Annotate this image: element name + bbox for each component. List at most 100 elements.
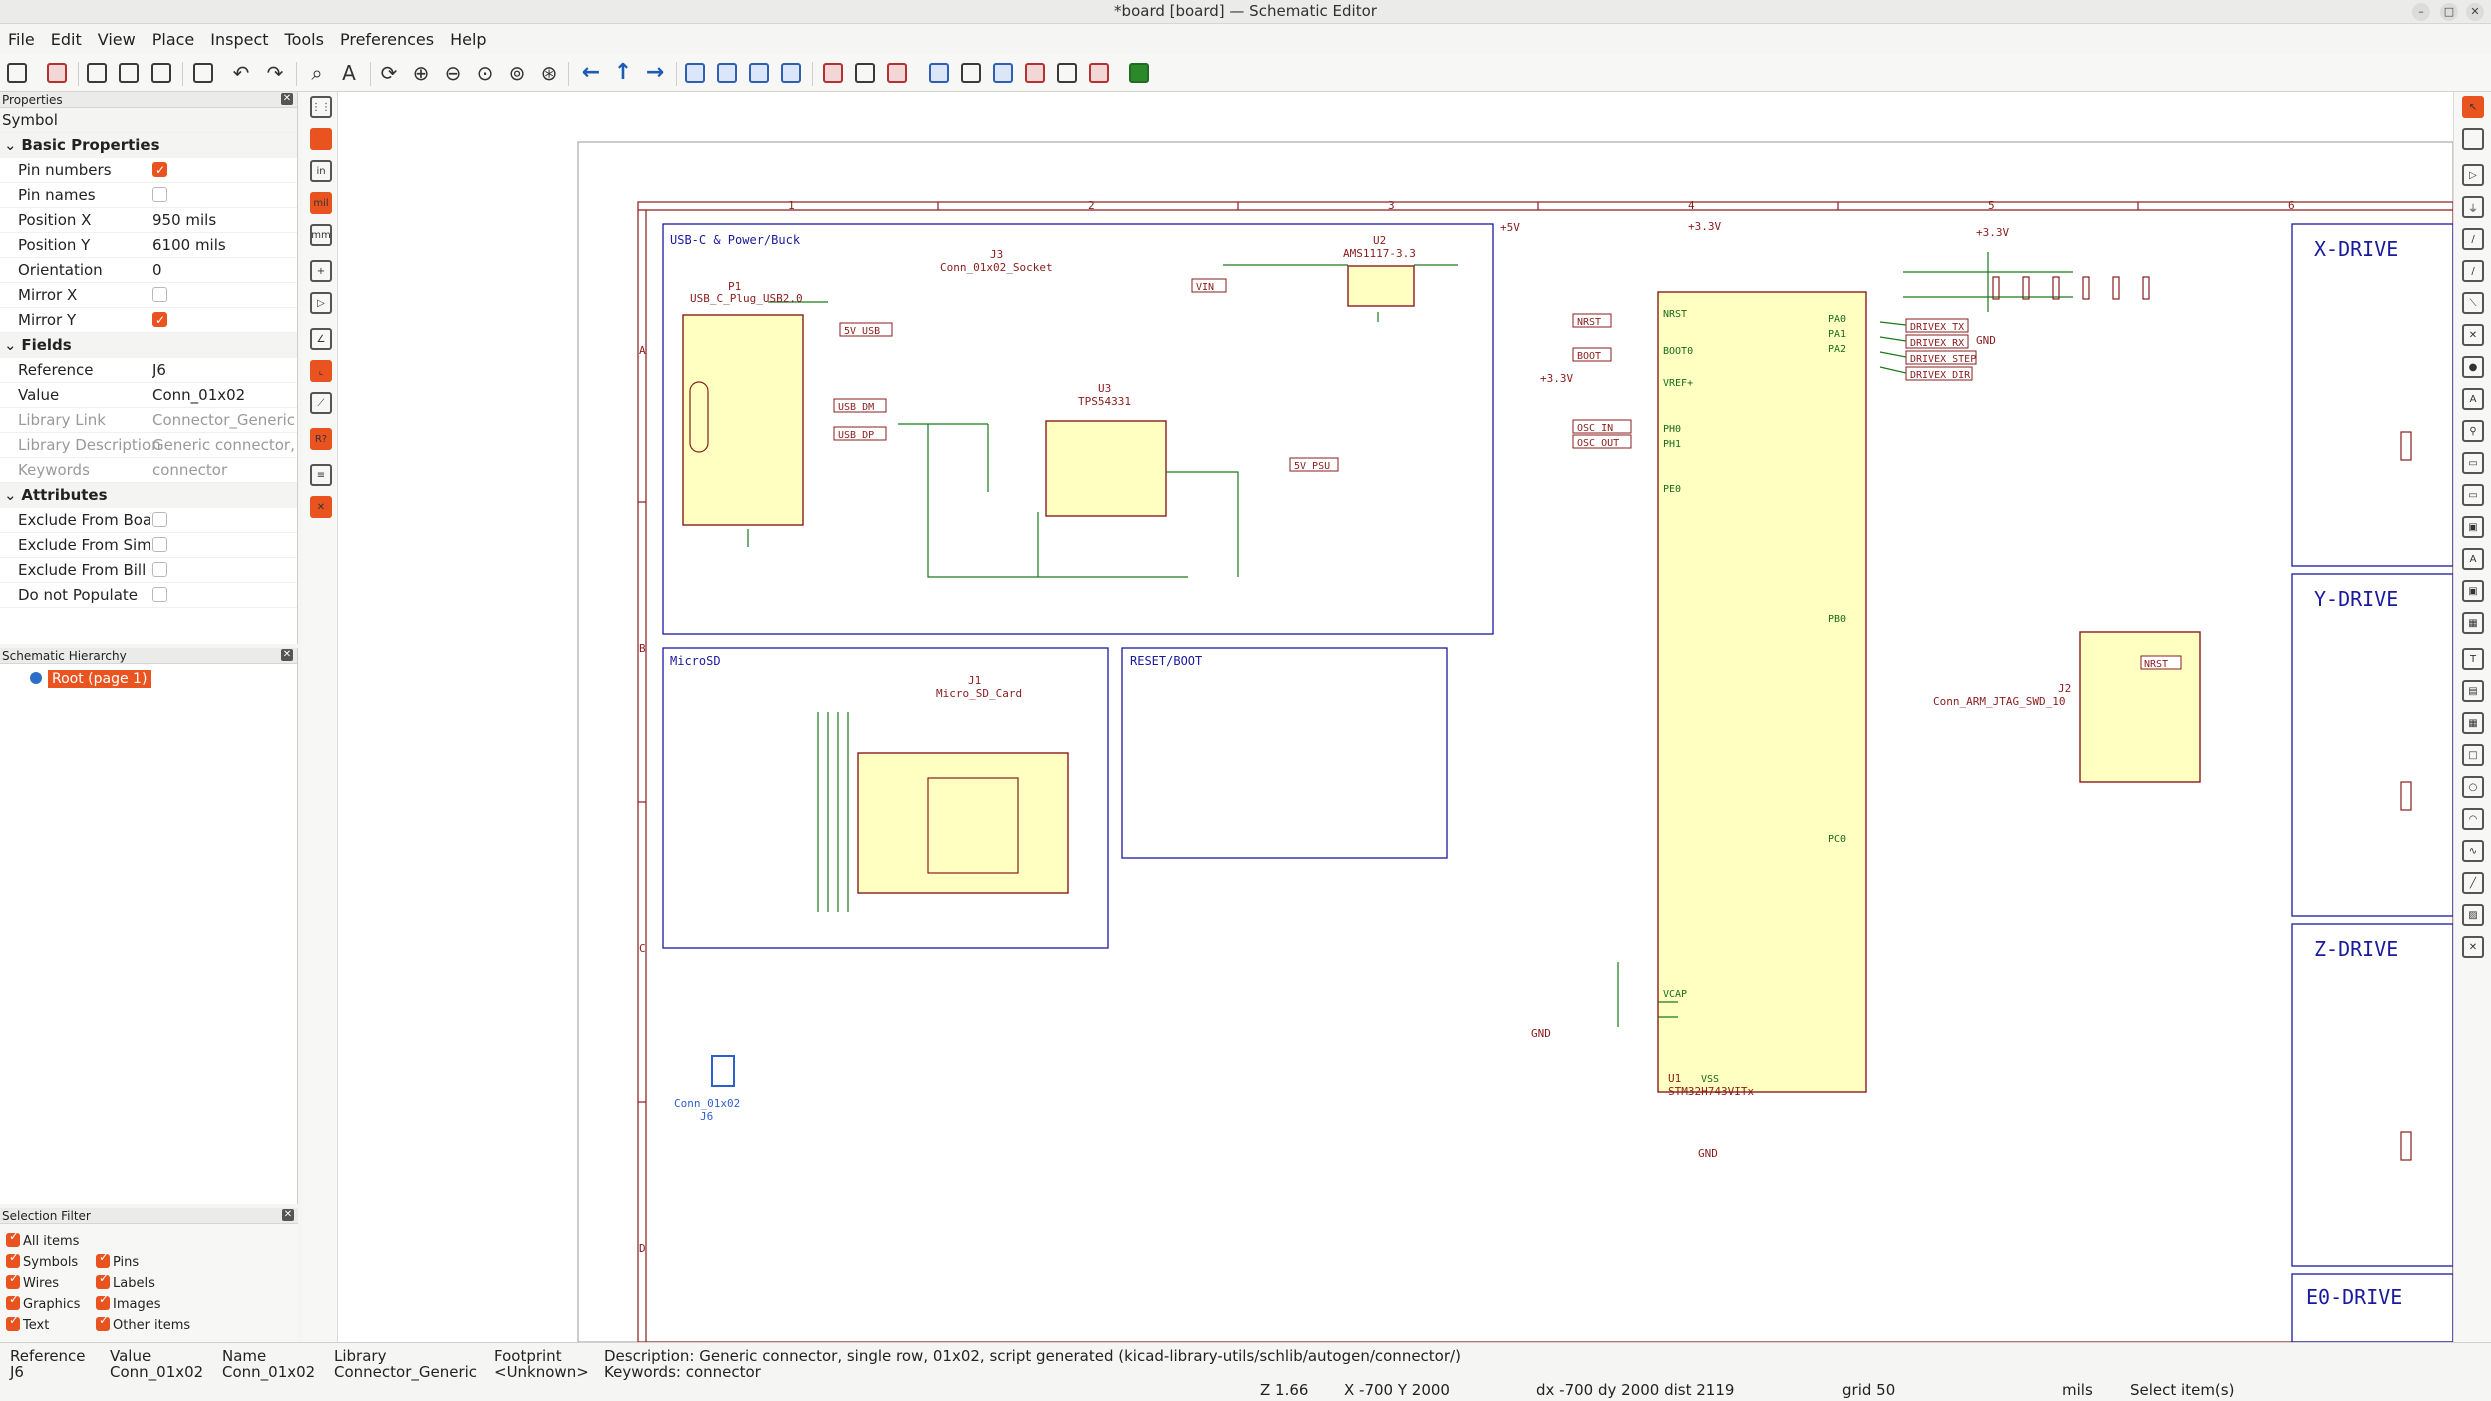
group-attributes[interactable]: Attributes	[0, 483, 297, 508]
position-x-field[interactable]: 950 mils	[152, 211, 217, 229]
add-symbol-icon[interactable]: ▷	[2462, 164, 2484, 186]
u2-ldo-body[interactable]	[1347, 265, 1415, 307]
z-drive-block[interactable]	[2291, 923, 2453, 1267]
schematic-canvas[interactable]: 1 2 3 4 5 6 A B C D USB-C & Power/Buck M…	[338, 92, 2453, 1342]
line-mode-45-icon[interactable]: ⟋	[310, 392, 332, 414]
zoom-objects-icon[interactable]: ⊚	[508, 61, 526, 85]
dnp-checkbox[interactable]	[152, 586, 167, 602]
exclude-sim-checkbox[interactable]	[152, 536, 167, 552]
label-nrst[interactable]	[1572, 313, 1612, 328]
global-label-icon[interactable]: ▭	[2462, 452, 2484, 474]
group-basic[interactable]: Basic Properties	[0, 133, 297, 158]
prop-mirror-y[interactable]: Mirror Y	[0, 308, 297, 333]
units-inch-icon[interactable]: in	[310, 160, 332, 182]
prop-dnp[interactable]: Do not Populate	[0, 583, 297, 608]
pcb-editor-icon[interactable]	[1126, 60, 1152, 86]
bus-entry-icon[interactable]: ⟍	[2462, 292, 2484, 314]
label-vin[interactable]	[1191, 278, 1227, 293]
line-icon[interactable]: ╱	[2462, 872, 2484, 894]
sim-icon[interactable]	[958, 60, 984, 86]
page-settings-icon[interactable]	[84, 60, 110, 86]
fields-editor-icon[interactable]	[1022, 60, 1048, 86]
menu-edit[interactable]: Edit	[50, 30, 82, 49]
paste-icon[interactable]	[190, 60, 216, 86]
find-icon[interactable]: ⌕	[311, 61, 323, 85]
menu-inspect[interactable]: Inspect	[210, 30, 269, 49]
resistor-r20[interactable]	[2400, 431, 2412, 461]
grid-overrides-icon[interactable]	[310, 128, 332, 150]
erc-icon[interactable]	[926, 60, 952, 86]
zoom-in-icon[interactable]: ⊕	[412, 61, 430, 85]
mirror-v-icon[interactable]	[746, 60, 772, 86]
select-icon[interactable]: ↖	[2462, 96, 2484, 118]
reset-boot-block[interactable]	[1121, 647, 1448, 859]
label-nrst-swd[interactable]	[2140, 655, 2182, 670]
filter-labels[interactable]: Labels	[96, 1271, 155, 1291]
navigate-up-icon[interactable]: ↑	[613, 60, 633, 85]
hier-label-icon[interactable]: ▭	[2462, 484, 2484, 506]
schematic-setup-icon[interactable]	[44, 60, 70, 86]
label-drivex-step[interactable]	[1905, 350, 1977, 365]
symbol-editor-icon[interactable]	[820, 60, 846, 86]
filter-wires[interactable]: Wires	[6, 1271, 59, 1291]
prop-exclude-sim[interactable]: Exclude From Simulation	[0, 533, 297, 558]
filter-other[interactable]: Other items	[96, 1313, 190, 1333]
hierarchy-root-item[interactable]: Root (page 1)	[48, 670, 152, 688]
mirror-y-checkbox[interactable]	[152, 308, 167, 333]
filter-text[interactable]: Text	[6, 1313, 49, 1333]
prop-mirror-x[interactable]: Mirror X	[0, 283, 297, 308]
label-5v-psu[interactable]	[1289, 457, 1339, 472]
symbol-browser-icon[interactable]	[852, 60, 878, 86]
label-drivex-rx[interactable]	[1905, 334, 1969, 349]
decoupling-cap-1[interactable]	[1992, 276, 2000, 300]
rectangle-icon[interactable]: □	[2462, 744, 2484, 766]
filter-symbols[interactable]: Symbols	[6, 1250, 78, 1270]
menu-help[interactable]: Help	[450, 30, 487, 49]
add-image-icon[interactable]: ▨	[2462, 904, 2484, 926]
rotate-cw-icon[interactable]	[714, 60, 740, 86]
usbc-power-block[interactable]	[662, 223, 1494, 635]
schematic-drawing[interactable]: 1 2 3 4 5 6 A B C D USB-C & Power/Buck M…	[338, 92, 2453, 1342]
zoom-selection-icon[interactable]: ⊛	[540, 61, 558, 85]
decoupling-cap-5[interactable]	[2112, 276, 2120, 300]
properties-toggle-icon[interactable]: ✕	[310, 496, 332, 518]
navigate-back-icon[interactable]: ←	[581, 60, 601, 85]
units-mils-icon[interactable]: mil	[310, 192, 332, 214]
delete-icon[interactable]: ✕	[2462, 936, 2484, 958]
close-hierarchy-icon[interactable]: ✕	[281, 649, 293, 661]
decoupling-cap-6[interactable]	[2142, 276, 2150, 300]
zoom-fit-icon[interactable]: ⊙	[476, 61, 494, 85]
prop-exclude-bom[interactable]: Exclude From Bill of Materials	[0, 558, 297, 583]
menu-file[interactable]: File	[8, 30, 35, 49]
decoupling-cap-3[interactable]	[2052, 276, 2060, 300]
redo-icon[interactable]: ↷	[266, 61, 284, 85]
import-pin-icon[interactable]: A	[2462, 548, 2484, 570]
filter-graphics[interactable]: Graphics	[6, 1292, 80, 1312]
label-boot[interactable]	[1572, 347, 1612, 362]
units-mm-icon[interactable]: mm	[310, 224, 332, 246]
add-power-icon[interactable]: ⏚	[2462, 196, 2484, 218]
filter-images[interactable]: Images	[96, 1292, 161, 1312]
plot-icon[interactable]	[148, 60, 174, 86]
menu-tools[interactable]: Tools	[284, 30, 324, 49]
save-icon[interactable]	[4, 60, 30, 86]
j6-selected-connector[interactable]: Conn_01x02 J6	[674, 1055, 740, 1123]
filter-all[interactable]: All items	[6, 1229, 79, 1249]
orientation-field[interactable]: 0	[152, 261, 162, 279]
u1-stm32-body[interactable]	[1657, 291, 1867, 1093]
net-class-icon[interactable]: ⚲	[2462, 420, 2484, 442]
filter-pins[interactable]: Pins	[96, 1250, 139, 1270]
j2-swd-body[interactable]	[2079, 631, 2201, 783]
position-y-field[interactable]: 6100 mils	[152, 236, 226, 254]
bezier-icon[interactable]: ∿	[2462, 840, 2484, 862]
no-connect-icon[interactable]: ✕	[2462, 324, 2484, 346]
image-icon[interactable]: ▦	[2462, 612, 2484, 634]
line-mode-free-icon[interactable]: ∠	[310, 328, 332, 350]
e0-drive-block[interactable]	[2291, 1273, 2453, 1342]
resistor-r17[interactable]	[2400, 781, 2412, 811]
highlight-net-icon[interactable]	[2462, 128, 2484, 150]
